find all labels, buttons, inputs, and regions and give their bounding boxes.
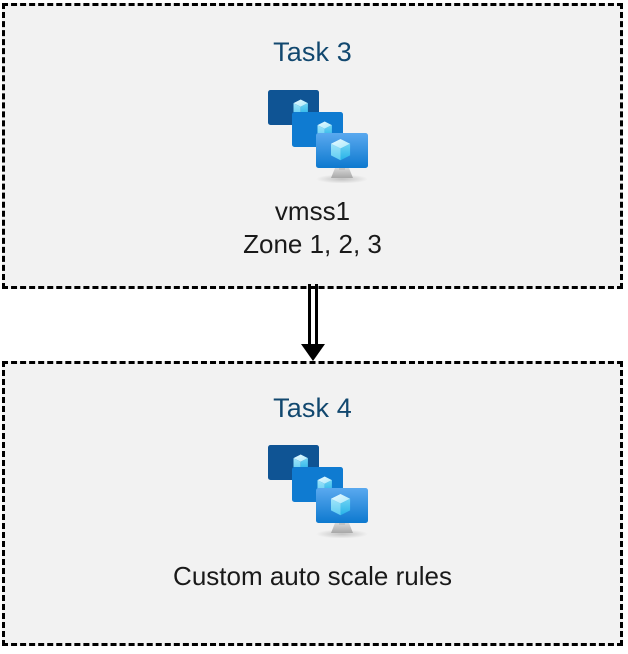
task4-panel[interactable]: Task 4	[2, 361, 623, 646]
icon-shadow	[316, 529, 368, 538]
vmss-icon	[267, 444, 373, 538]
task3-panel-content: Task 3	[5, 6, 620, 286]
vmss-icon	[267, 89, 373, 183]
monitor-stand	[331, 523, 353, 533]
task4-heading: Task 4	[273, 393, 352, 423]
icon-shadow	[316, 174, 368, 183]
task4-panel-content: Task 4	[5, 364, 620, 643]
monitor-stand	[331, 168, 353, 178]
task4-label-line-1: Custom auto scale rules	[173, 561, 452, 591]
task4-labels: Custom auto scale rules	[173, 560, 452, 593]
task3-heading: Task 3	[273, 37, 352, 67]
task3-label-line-2: Zone 1, 2, 3	[243, 229, 382, 259]
task3-labels: vmss1 Zone 1, 2, 3	[243, 195, 382, 261]
monitor-front	[316, 133, 368, 168]
task3-label-line-1: vmss1	[274, 196, 351, 226]
connector-arrow-task3-to-task4	[295, 284, 335, 364]
task3-panel[interactable]: Task 3	[2, 3, 623, 289]
monitor-front	[316, 488, 368, 523]
